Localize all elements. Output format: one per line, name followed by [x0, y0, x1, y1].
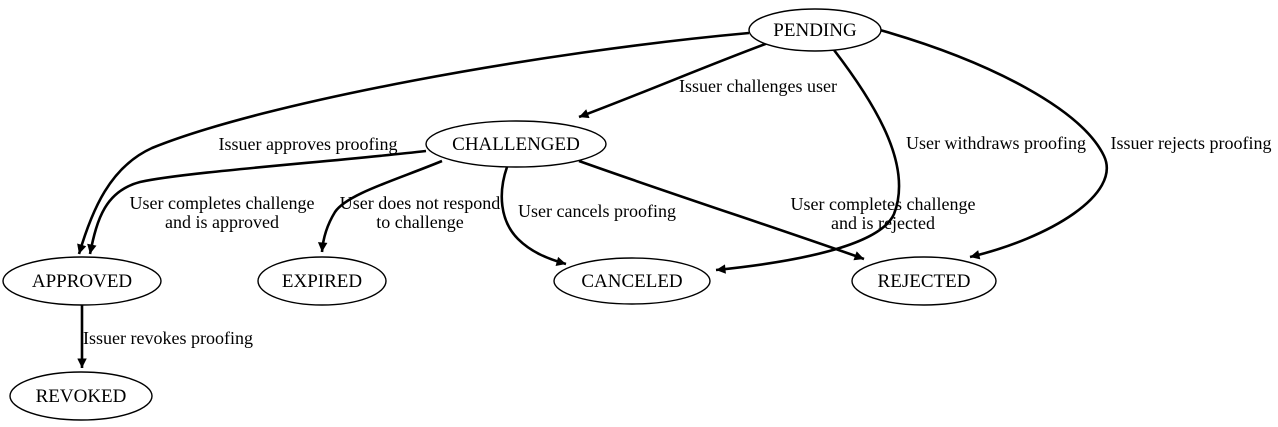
edge-pending-approved: Issuer approves proofing [77, 31, 750, 255]
edge-pending-canceled-path [715, 49, 901, 274]
edge-label-issuer-rejects-proofing: Issuer rejects proofing [1111, 133, 1272, 153]
node-approved-label: APPROVED [32, 271, 132, 292]
node-canceled: CANCELED [553, 257, 711, 305]
edge-label-user-cancels-proofing: User cancels proofing [518, 201, 676, 221]
node-pending: PENDING [748, 8, 882, 52]
node-canceled-ellipse [553, 257, 711, 305]
node-canceled-label: CANCELED [581, 271, 682, 292]
node-pending-ellipse [748, 8, 882, 52]
edge-challenged-rejected: User completes challenge and is rejected [578, 159, 976, 261]
edge-pending-rejected-path [879, 28, 1108, 260]
node-expired: EXPIRED [257, 256, 387, 306]
edge-label-user-completes-challenge-approved-line1: User completes challenge [130, 193, 315, 213]
edge-pending-canceled: User withdraws proofing [715, 49, 1086, 274]
node-rejected-label: REJECTED [878, 271, 971, 292]
node-expired-ellipse [257, 256, 387, 306]
edge-pending-approved-path [77, 31, 750, 255]
edge-approved-revoked: Issuer revokes proofing [77, 305, 253, 368]
edge-challenged-rejected-path [578, 159, 865, 261]
edge-challenged-expired: User does not respond to challenge [317, 159, 500, 253]
node-challenged-ellipse [425, 120, 607, 168]
edge-label-issuer-revokes-proofing: Issuer revokes proofing [83, 328, 253, 348]
node-revoked-label: REVOKED [36, 386, 127, 407]
edge-challenged-approved-path [87, 149, 427, 255]
edge-pending-rejected: Issuer rejects proofing [879, 28, 1272, 260]
edge-label-issuer-challenges-user: Issuer challenges user [679, 76, 837, 96]
node-approved: APPROVED [2, 256, 162, 306]
node-challenged: CHALLENGED [425, 120, 607, 168]
edge-challenged-canceled-path [500, 166, 567, 267]
edge-label-user-completes-challenge-rejected-line2: and is rejected [831, 213, 935, 233]
edge-pending-challenged-path [578, 41, 769, 119]
edge-label-user-does-not-respond-line1: User does not respond [340, 193, 500, 213]
node-challenged-label: CHALLENGED [452, 134, 580, 155]
edge-challenged-approved: User completes challenge and is approved [87, 149, 427, 255]
edge-label-user-does-not-respond-line2: to challenge [376, 212, 463, 232]
node-rejected-ellipse [851, 256, 997, 306]
edge-challenged-canceled: User cancels proofing [500, 166, 676, 267]
node-pending-label: PENDING [773, 20, 857, 41]
node-revoked: REVOKED [9, 371, 153, 421]
edge-label-user-withdraws-proofing: User withdraws proofing [906, 133, 1086, 153]
node-approved-ellipse [2, 256, 162, 306]
edge-challenged-expired-path [317, 159, 443, 253]
node-revoked-ellipse [9, 371, 153, 421]
edge-pending-challenged: Issuer challenges user [578, 41, 837, 119]
node-expired-label: EXPIRED [282, 271, 362, 292]
node-rejected: REJECTED [851, 256, 997, 306]
edge-label-issuer-approves-proofing: Issuer approves proofing [219, 134, 398, 154]
edge-label-user-completes-challenge-approved-line2: and is approved [165, 212, 279, 232]
edge-label-user-completes-challenge-rejected-line1: User completes challenge [791, 194, 976, 214]
